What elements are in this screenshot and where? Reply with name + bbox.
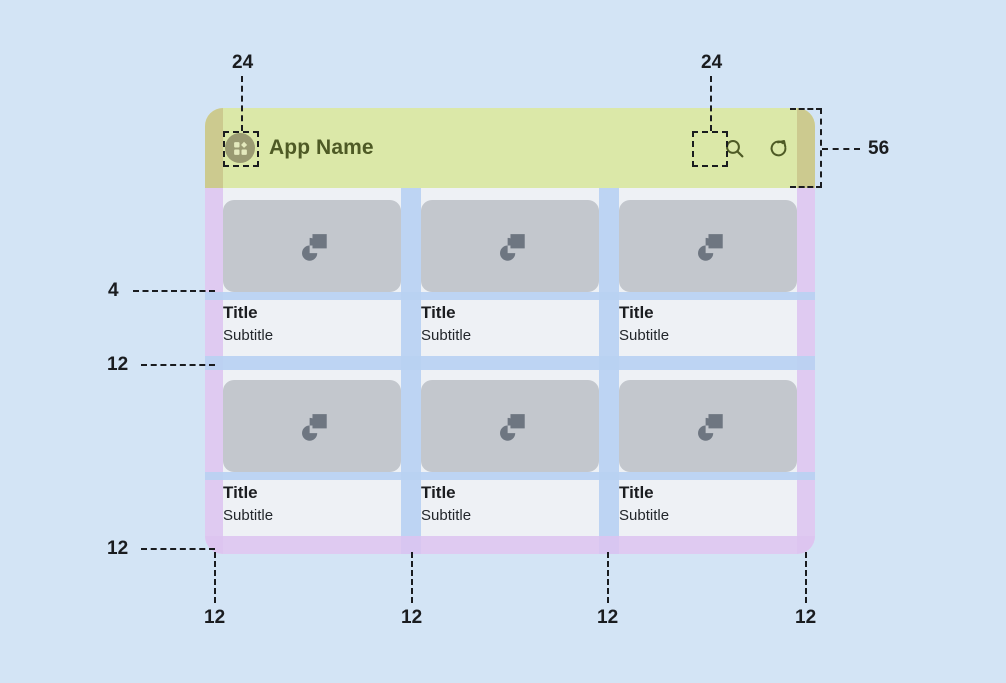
image-placeholder-icon <box>421 200 599 292</box>
card-subtitle: Subtitle <box>421 507 472 525</box>
card-title: Title <box>223 483 258 502</box>
annotation-bottom-padding: 12 <box>107 538 129 559</box>
appbar-height-bracket <box>790 108 822 188</box>
card-subtitle: Subtitle <box>223 507 274 525</box>
annotation-gutter-left: 12 <box>204 607 226 628</box>
annotation-gutter-mid-1: 12 <box>401 607 423 628</box>
app-title: App Name <box>269 136 374 159</box>
image-placeholder-icon <box>223 380 401 472</box>
card-title: Title <box>421 483 456 502</box>
refresh-icon[interactable] <box>763 133 793 163</box>
card-title: Title <box>421 303 456 322</box>
app-bar: App Name <box>205 108 815 188</box>
app-frame: App Name <box>205 108 815 554</box>
gutter-right-leader <box>805 552 807 603</box>
grid-app-icon[interactable] <box>225 133 255 163</box>
annotation-menu-icon-size: 24 <box>232 52 254 73</box>
search-icon-measure-box <box>692 131 728 167</box>
list-item[interactable]: Title Subtitle <box>619 368 797 548</box>
search-icon-leader <box>710 76 712 131</box>
card-title: Title <box>619 483 654 502</box>
gutter-mid-1-leader <box>411 552 413 603</box>
list-item[interactable]: Title Subtitle <box>619 188 797 368</box>
menu-icon-measure-box <box>223 131 259 167</box>
card-subtitle: Subtitle <box>421 327 472 345</box>
list-item[interactable]: Title Subtitle <box>421 368 599 548</box>
card-subtitle: Subtitle <box>619 507 670 525</box>
annotation-gutter-right: 12 <box>795 607 817 628</box>
gutter-left-leader <box>214 552 216 603</box>
annotation-gutter-mid-2: 12 <box>597 607 619 628</box>
gutter-mid-2-leader <box>607 552 609 603</box>
card-row: Title Subtitle Title Subtitle <box>205 188 815 368</box>
menu-icon-leader <box>241 76 243 131</box>
image-placeholder-icon <box>619 380 797 472</box>
list-item[interactable]: Title Subtitle <box>421 188 599 368</box>
media-title-gap-leader <box>133 290 215 292</box>
card-subtitle: Subtitle <box>619 327 670 345</box>
image-placeholder-icon <box>223 200 401 292</box>
card-title: Title <box>223 303 258 322</box>
card-row: Title Subtitle Title Subtitle <box>205 368 815 548</box>
annotation-appbar-height: 56 <box>868 138 890 159</box>
bottom-padding-leader <box>141 548 215 550</box>
appbar-height-leader <box>822 148 860 150</box>
annotation-search-icon-size: 24 <box>701 52 723 73</box>
image-placeholder-icon <box>421 380 599 472</box>
annotation-media-title-gap: 4 <box>108 280 119 301</box>
card-subtitle: Subtitle <box>223 327 274 345</box>
list-item[interactable]: Title Subtitle <box>223 368 401 548</box>
card-title: Title <box>619 303 654 322</box>
list-item[interactable]: Title Subtitle <box>223 188 401 368</box>
image-placeholder-icon <box>619 200 797 292</box>
annotation-row-gap: 12 <box>107 354 129 375</box>
card-grid: Title Subtitle Title Subtitle <box>205 188 815 554</box>
row-gap-leader <box>141 364 215 366</box>
